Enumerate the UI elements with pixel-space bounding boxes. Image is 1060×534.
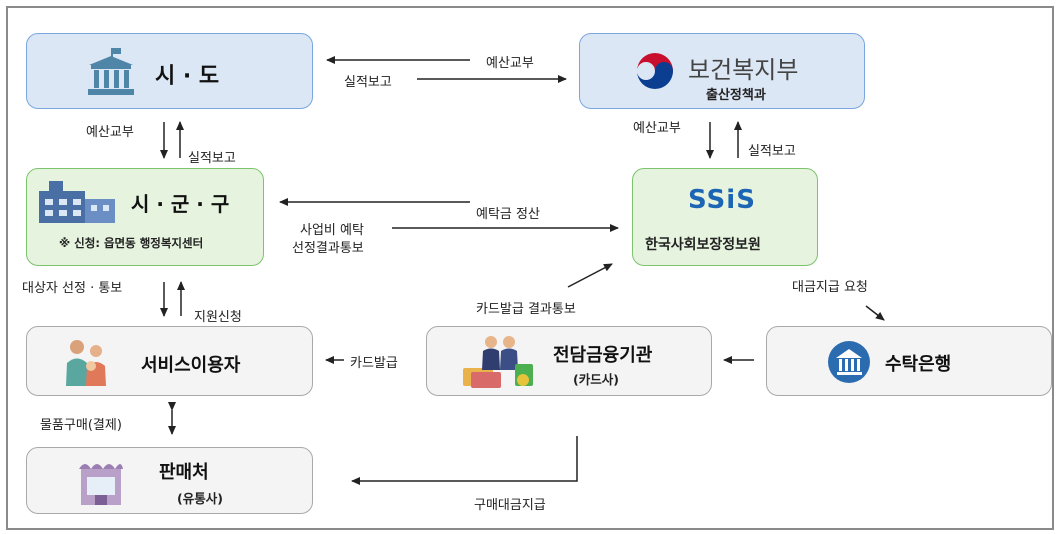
shop-icon	[79, 464, 123, 505]
label-budget-top: 예산교부	[486, 56, 534, 71]
label-budget-right: 예산교부	[633, 121, 681, 136]
label-payment-request: 대금지급 요청	[792, 280, 868, 295]
sido-title: 시 · 도	[155, 64, 220, 89]
label-project-deposit: 사업비 예탁	[300, 223, 364, 238]
sigungu-title: 시 · 군 · 구	[131, 192, 230, 216]
label-goods-purchase: 물품구매(결제)	[40, 418, 122, 433]
arrow-purchase-payment	[351, 436, 578, 485]
taegeuk-emblem-icon	[637, 53, 673, 89]
node-card: 전담금융기관 (카드사)	[426, 326, 712, 396]
card-sub: (카드사)	[573, 372, 619, 387]
label-card-issue: 카드발급	[350, 356, 398, 371]
node-seller: 판매처 (유통사)	[26, 447, 313, 514]
node-sigungu: 시 · 군 · 구 ※ 신청: 읍면동 행정복지센터	[26, 168, 264, 266]
label-target-select: 대상자 선정 · 통보	[22, 281, 123, 296]
label-report-top: 실적보고	[344, 75, 392, 90]
bank-title: 수탁은행	[885, 354, 952, 375]
mohw-dept: 출산정책과	[706, 88, 766, 103]
node-user: 서비스이용자	[26, 326, 313, 396]
label-card-result: 카드발급 결과통보	[476, 302, 576, 317]
ssis-title: 한국사회보장정보원	[645, 237, 761, 253]
node-ssis: SSiS 한국사회보장정보원	[632, 168, 818, 266]
business-people-cards-icon	[463, 336, 533, 388]
card-title: 전담금융기관	[553, 345, 653, 366]
label-report-right: 실적보고	[748, 144, 796, 159]
bank-icon	[828, 341, 870, 383]
user-title: 서비스이용자	[141, 355, 241, 376]
ssis-logo: SSiS	[688, 185, 756, 215]
label-budget-left: 예산교부	[86, 125, 134, 140]
label-support-apply: 지원신청	[194, 310, 242, 325]
office-building-icon	[39, 181, 115, 223]
seller-sub: (유통사)	[177, 491, 223, 506]
arrow-payment-request	[865, 305, 885, 321]
family-icon	[66, 340, 106, 386]
label-deposit-settle: 예탁금 정산	[476, 207, 540, 222]
mohw-brand: 보건복지부	[688, 56, 799, 84]
node-bank: 수탁은행	[766, 326, 1052, 396]
node-sido: 시 · 도	[26, 33, 313, 109]
label-purchase-payment: 구매대금지급	[474, 498, 546, 513]
arrow-card-result	[567, 263, 613, 288]
node-mohw: 보건복지부 출산정책과	[579, 33, 865, 109]
label-report-left: 실적보고	[188, 151, 236, 166]
sigungu-note: ※ 신청: 읍면동 행정복지센터	[59, 236, 204, 250]
seller-title: 판매처	[159, 462, 209, 483]
label-selection-notice: 선정결과통보	[292, 241, 364, 256]
government-building-icon	[88, 48, 134, 95]
